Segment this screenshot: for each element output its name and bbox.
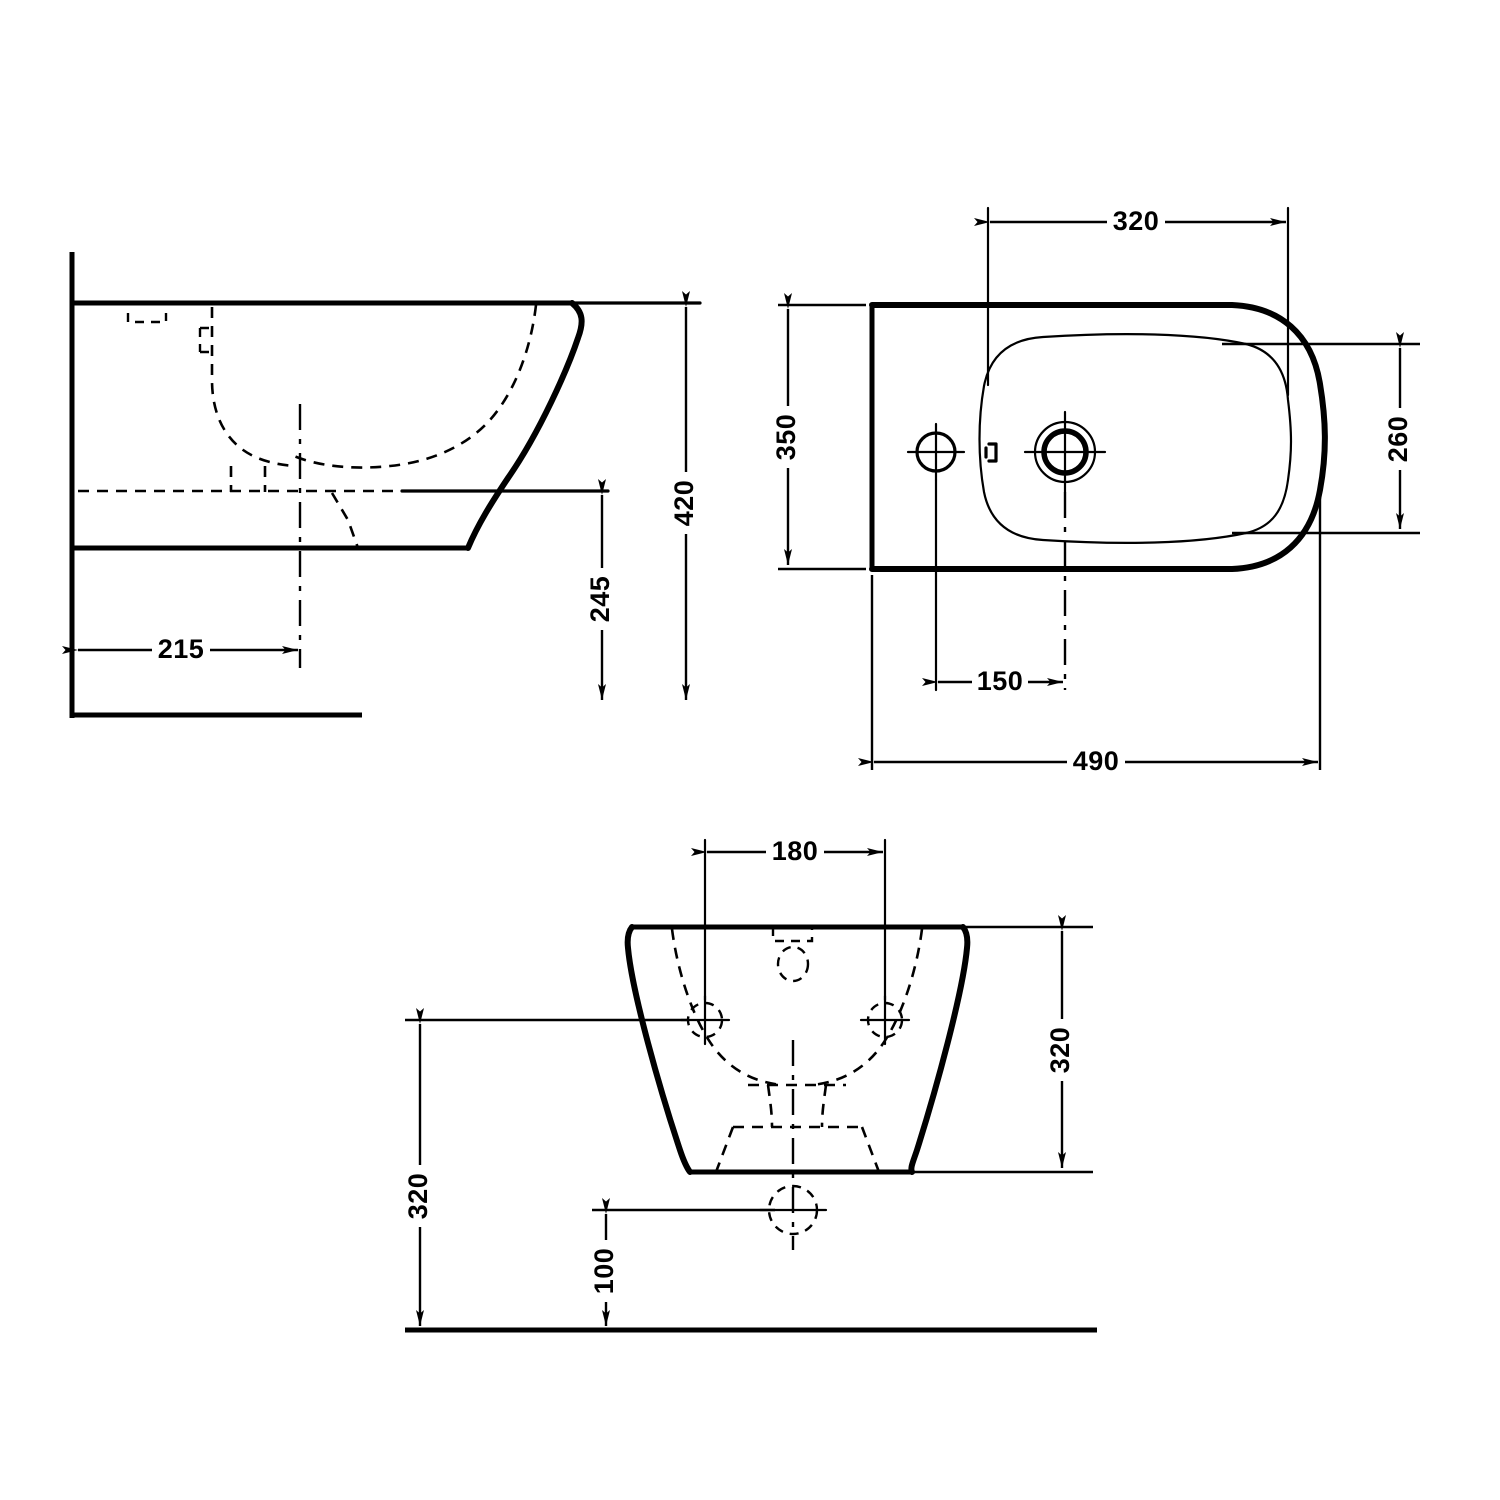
front-base-left [714,1126,735,1173]
dim-350-text: 350 [771,414,801,461]
dimension-260: 260 [1383,332,1414,529]
front-inner-bowl-left [670,928,783,1087]
dim-180-text-bg [766,838,824,866]
overflow-notch [126,313,168,324]
dimension-320-right: 320 [1045,915,1076,1168]
dimension-490: 490 [858,746,1318,776]
dim-215-text-bg [152,636,210,664]
inner-bowl-arc [293,304,538,469]
front-left-side [624,924,693,1175]
dim-320-left-text-bg [406,1165,434,1227]
plan-outer-outline [869,302,1328,572]
dimension-150: 150 [922,666,1063,696]
dim-150-text-bg [972,668,1028,696]
fixing-hole-right [859,994,911,1046]
front-throat-left [766,1084,774,1128]
bidet-front-profile [465,300,585,551]
dim-320-right-text: 320 [1045,1027,1075,1074]
tap-hole [906,422,966,482]
dimension-180: 180 [691,836,883,866]
front-right-side [908,924,971,1175]
top-view: 320 350 260 150 [771,206,1420,776]
front-inner-bowl-right [811,928,924,1087]
dim-100-text: 100 [589,1248,619,1295]
dim-245-text: 245 [585,576,615,623]
dimension-350: 350 [771,293,802,565]
fixing-hole-left [679,994,731,1046]
dim-180-text: 180 [772,836,819,866]
dim-320-text: 320 [1113,206,1160,236]
waste-outlet [1023,410,1107,494]
rim-step-detail [198,326,212,354]
front-base-right [860,1126,881,1173]
dimension-100: 100 [589,1198,620,1326]
front-view: 180 320 100 [403,836,1097,1333]
base-inner-slant [330,492,360,549]
dim-260-text-bg [1386,408,1414,470]
dimension-320-top: 320 [974,206,1286,236]
dim-420-text-bg [672,472,700,534]
front-overflow-slot [771,927,814,943]
dim-320-text-bg [1107,208,1165,236]
front-throat-right [820,1084,828,1128]
side-view: 215 245 420 [62,252,702,718]
dim-490-text: 490 [1073,746,1120,776]
dim-100-text-bg [592,1240,620,1302]
overflow-slot [987,442,998,463]
dim-260-text: 260 [1383,416,1413,463]
dim-245-text-bg [588,568,616,630]
dimension-245: 245 [585,479,616,700]
dim-150-text: 150 [977,666,1024,696]
dimension-320-left: 320 [403,1008,434,1326]
dim-320-right-text-bg [1048,1019,1076,1081]
dim-490-text-bg [1067,748,1125,776]
dim-215-text: 215 [158,634,205,664]
dim-320-left-text: 320 [403,1173,433,1220]
dim-420-text: 420 [669,480,699,527]
dim-350-text-bg [774,406,802,468]
inner-bowl-left-wall [210,307,295,468]
plan-inner-bowl [978,333,1293,544]
dimension-215: 215 [62,634,298,664]
front-overflow-circle [776,945,810,983]
dimension-420: 420 [669,291,700,700]
